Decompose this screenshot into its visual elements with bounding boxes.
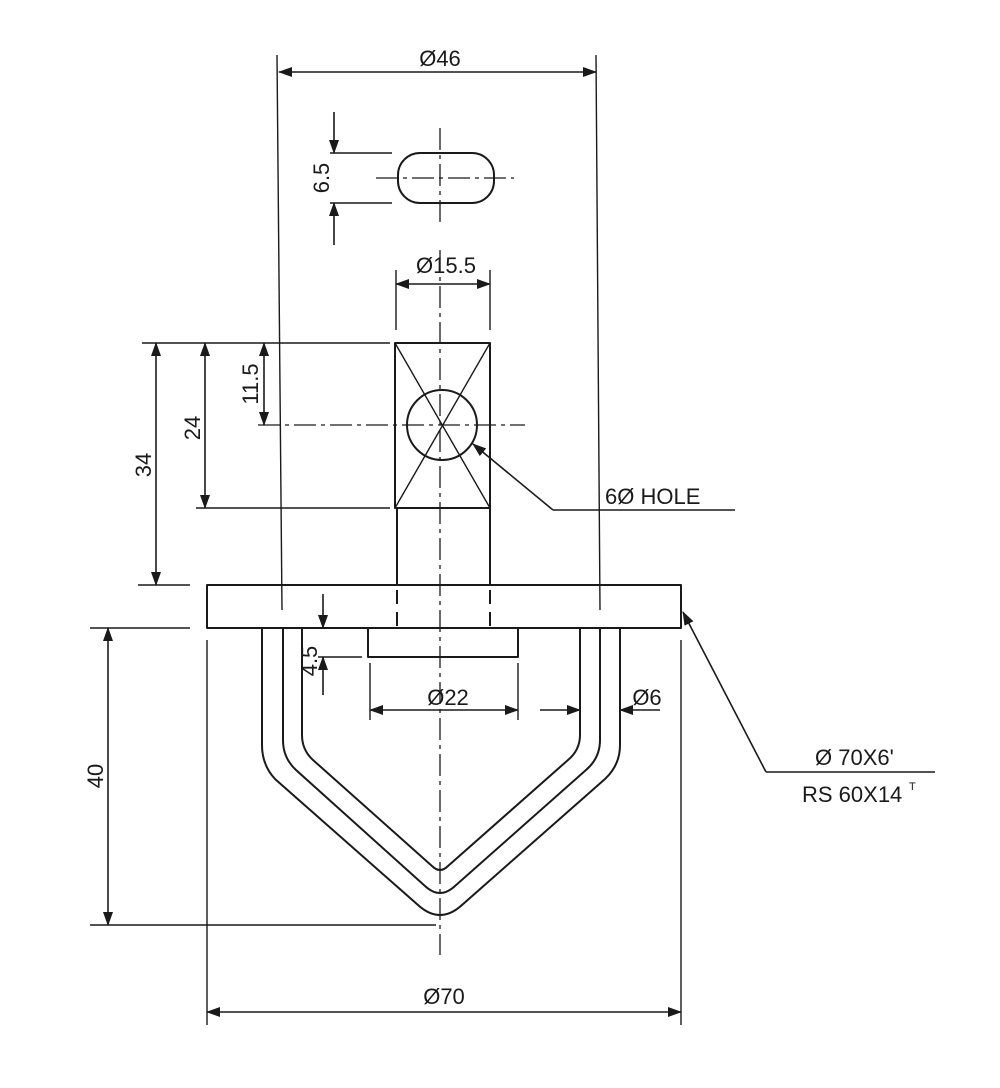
note-hole: 6Ø HOLE <box>605 484 700 509</box>
dim-h34-label: 34 <box>131 453 156 477</box>
dimension-d22: Ø22 <box>369 663 519 720</box>
note-flange-line2: RS 60X14 <box>802 782 902 807</box>
extension-lines-d46 <box>276 54 601 611</box>
dimension-d15-5: Ø15.5 <box>395 253 491 330</box>
note-flange-line2-sup: T <box>909 781 916 793</box>
dimension-h40: 40 <box>83 627 436 926</box>
dimension-d70: Ø70 <box>206 640 682 1025</box>
dim-d46-label: Ø46 <box>419 46 461 71</box>
dim-h6-5-label: 6.5 <box>309 163 334 194</box>
dim-d6-label: Ø6 <box>632 685 661 710</box>
dim-h40-label: 40 <box>83 764 108 788</box>
dimension-d6: Ø6 <box>540 685 662 715</box>
dim-d15-5-label: Ø15.5 <box>416 253 476 278</box>
dim-d22-label: Ø22 <box>427 685 469 710</box>
dimension-h11-5: 11.5 <box>142 342 390 426</box>
leader-flange: Ø 70X6' RS 60X14 T <box>682 611 935 807</box>
shank <box>396 507 491 628</box>
dim-h11-5-label: 11.5 <box>238 363 263 404</box>
dimension-h34: 34 <box>131 342 190 586</box>
slot-top-view <box>376 128 514 222</box>
leader-hole: 6Ø HOLE <box>472 443 735 511</box>
note-flange-line1: Ø 70X6' <box>815 745 894 770</box>
dimension-h6-5: 6.5 <box>309 112 392 245</box>
dimension-h4-5: 4.5 <box>297 594 362 695</box>
dimension-d46: Ø46 <box>278 46 597 77</box>
dim-h24-label: 24 <box>180 416 205 440</box>
recess <box>367 627 519 658</box>
bent-rod <box>261 627 621 916</box>
dim-d70-label: Ø70 <box>423 984 465 1009</box>
dimension-h24: 24 <box>180 342 390 509</box>
dim-h4-5-label: 4.5 <box>297 646 322 677</box>
flange <box>206 584 682 629</box>
